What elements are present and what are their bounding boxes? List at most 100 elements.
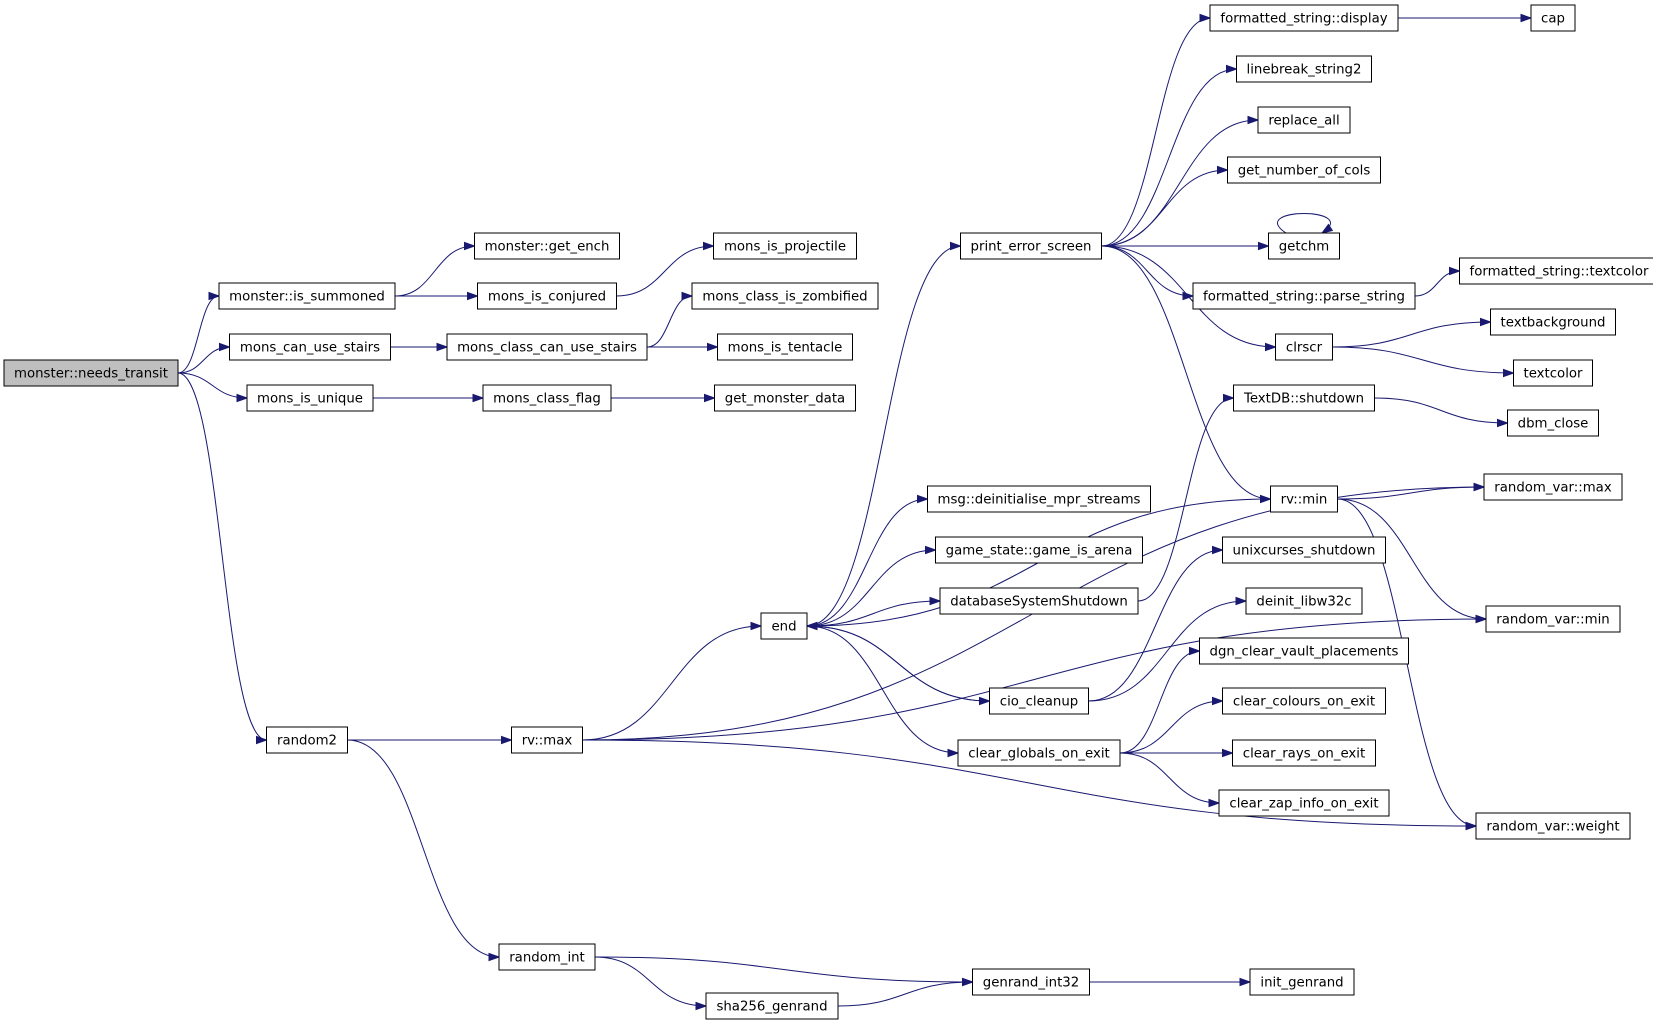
node-get-ench[interactable]: monster::get_ench <box>474 232 620 260</box>
node-game-is-arena[interactable]: game_state::game_is_arena <box>935 536 1143 564</box>
node-linebreak[interactable]: linebreak_string2 <box>1236 55 1372 83</box>
node-label: mons_can_use_stairs <box>240 341 380 356</box>
edge-db-shutdown-to-textdb-shutdown <box>1137 393 1235 602</box>
node-label: mons_class_is_zombified <box>702 290 867 305</box>
edge-arrowhead <box>805 621 818 631</box>
node-box <box>939 587 1139 615</box>
edge-arrowhead <box>208 291 221 301</box>
node-mons-class-is-zombified[interactable]: mons_class_is_zombified <box>691 282 879 310</box>
node-mons-class-can-use-stairs[interactable]: mons_class_can_use_stairs <box>446 333 648 361</box>
node-cap[interactable]: cap <box>1530 4 1576 32</box>
node-box <box>1530 4 1576 32</box>
edge-arrowhead <box>1480 317 1492 327</box>
node-dgn-clear[interactable]: dgn_clear_vault_placements <box>1199 637 1409 665</box>
edge-line <box>1332 321 1491 348</box>
node-fs-textcolor[interactable]: formatted_string::textcolor <box>1459 257 1653 285</box>
node-mons-is-projectile[interactable]: mons_is_projectile <box>713 232 857 260</box>
edge-needs-transit-to-random2 <box>177 372 268 745</box>
node-genrand-int32[interactable]: genrand_int32 <box>972 968 1090 996</box>
edge-line <box>1119 700 1223 754</box>
node-label: dgn_clear_vault_placements <box>1210 645 1399 660</box>
edge-arrowhead <box>925 545 937 555</box>
node-cio-cleanup[interactable]: cio_cleanup <box>989 687 1089 715</box>
node-is-summoned[interactable]: monster::is_summoned <box>218 282 396 310</box>
edge-arrowhead <box>707 342 719 352</box>
node-random2[interactable]: random2 <box>266 726 348 754</box>
node-db-shutdown[interactable]: databaseSystemShutdown <box>939 587 1139 615</box>
node-box <box>1485 605 1621 633</box>
node-deinit-libw32c[interactable]: deinit_libw32c <box>1245 587 1363 615</box>
node-getchm[interactable]: getchm <box>1268 232 1340 260</box>
node-fs-display[interactable]: formatted_string::display <box>1209 4 1399 32</box>
edge-end-to-clear-globals <box>806 625 960 758</box>
node-random-var-min[interactable]: random_var::min <box>1485 605 1621 633</box>
node-clear-zap[interactable]: clear_zap_info_on_exit <box>1218 789 1390 817</box>
node-textbackground[interactable]: textbackground <box>1490 308 1616 336</box>
node-msg-deinit[interactable]: msg::deinitialise_mpr_streams <box>927 485 1151 513</box>
node-rv-max[interactable]: rv::max <box>511 726 583 754</box>
node-label: textbackground <box>1501 316 1606 331</box>
node-replace-all[interactable]: replace_all <box>1257 106 1351 134</box>
node-box <box>713 232 857 260</box>
edge-line <box>1101 169 1228 247</box>
node-mons-is-conjured[interactable]: mons_is_conjured <box>477 282 617 310</box>
node-clear-colours[interactable]: clear_colours_on_exit <box>1222 687 1386 715</box>
node-mons-class-flag[interactable]: mons_class_flag <box>482 384 612 412</box>
node-label: monster::needs_transit <box>14 367 168 382</box>
node-fs-parse[interactable]: formatted_string::parse_string <box>1192 282 1416 310</box>
edge-fs-parse-to-fs-textcolor <box>1414 266 1461 297</box>
node-label: random2 <box>277 734 337 749</box>
edge-line <box>646 295 693 348</box>
node-label: random_var::weight <box>1486 820 1619 835</box>
node-mons-is-unique[interactable]: mons_is_unique <box>246 384 374 412</box>
node-random-var-weight[interactable]: random_var::weight <box>1475 812 1631 840</box>
edge-arrowhead <box>1223 393 1235 403</box>
node-box <box>972 968 1090 996</box>
node-clear-globals[interactable]: clear_globals_on_exit <box>957 739 1121 767</box>
node-end[interactable]: end <box>760 612 808 640</box>
node-box <box>1257 106 1351 134</box>
node-clear-rays[interactable]: clear_rays_on_exit <box>1232 739 1376 767</box>
node-needs-transit[interactable]: monster::needs_transit <box>3 359 179 387</box>
node-print-error-screen[interactable]: print_error_screen <box>960 232 1102 260</box>
edge-is-summoned-to-mons-is-conjured <box>395 291 479 301</box>
node-textdb-shutdown[interactable]: TextDB::shutdown <box>1233 384 1375 412</box>
edge-is-summoned-to-get-ench <box>394 241 476 297</box>
node-get-cols[interactable]: get_number_of_cols <box>1227 156 1381 184</box>
edge-arrowhead <box>1320 223 1334 234</box>
node-dbm-close[interactable]: dbm_close <box>1507 409 1599 437</box>
node-unixcurses-shutdown[interactable]: unixcurses_shutdown <box>1222 536 1386 564</box>
edge-getchm-to-getchm <box>1277 213 1334 234</box>
node-label: databaseSystemShutdown <box>950 595 1128 610</box>
edge-line <box>1088 549 1223 702</box>
node-rv-min[interactable]: rv::min <box>1270 485 1338 513</box>
node-clrscr[interactable]: clrscr <box>1275 333 1333 361</box>
node-textcolor[interactable]: textcolor <box>1513 359 1593 387</box>
edge-mons-class-flag-to-get-monster-data <box>611 393 716 403</box>
edge-arrowhead <box>1247 115 1260 125</box>
node-random-var-max[interactable]: random_var::max <box>1483 473 1623 501</box>
edge-print-error-screen-to-fs-parse <box>1101 245 1195 301</box>
edge-line <box>1137 397 1234 602</box>
node-get-monster-data[interactable]: get_monster_data <box>714 384 856 412</box>
edge-cio-cleanup-to-unixcurses-shutdown <box>1088 545 1224 702</box>
node-box <box>691 282 879 310</box>
node-sha256-genrand[interactable]: sha256_genrand <box>705 992 839 1020</box>
node-box <box>705 992 839 1020</box>
edge-print-error-screen-to-fs-display <box>1101 13 1212 247</box>
node-mons-is-tentacle[interactable]: mons_is_tentacle <box>717 333 853 361</box>
edge-line <box>1277 213 1331 234</box>
edge-print-error-screen-to-clrscr <box>1101 245 1277 352</box>
node-label: clear_rays_on_exit <box>1243 747 1365 762</box>
node-box <box>714 384 856 412</box>
edge-arrowhead <box>950 241 962 251</box>
node-init-genrand[interactable]: init_genrand <box>1249 968 1355 996</box>
node-box <box>1222 687 1386 715</box>
node-box <box>927 485 1151 513</box>
edge-arrowhead <box>464 241 476 251</box>
edge-arrowhead <box>1239 977 1252 987</box>
edge-arrowhead <box>929 596 942 606</box>
node-random-int[interactable]: random_int <box>498 943 596 971</box>
edge-cio-cleanup-to-deinit-libw32c <box>1088 596 1248 702</box>
node-mons-can-use-stairs[interactable]: mons_can_use_stairs <box>229 333 391 361</box>
